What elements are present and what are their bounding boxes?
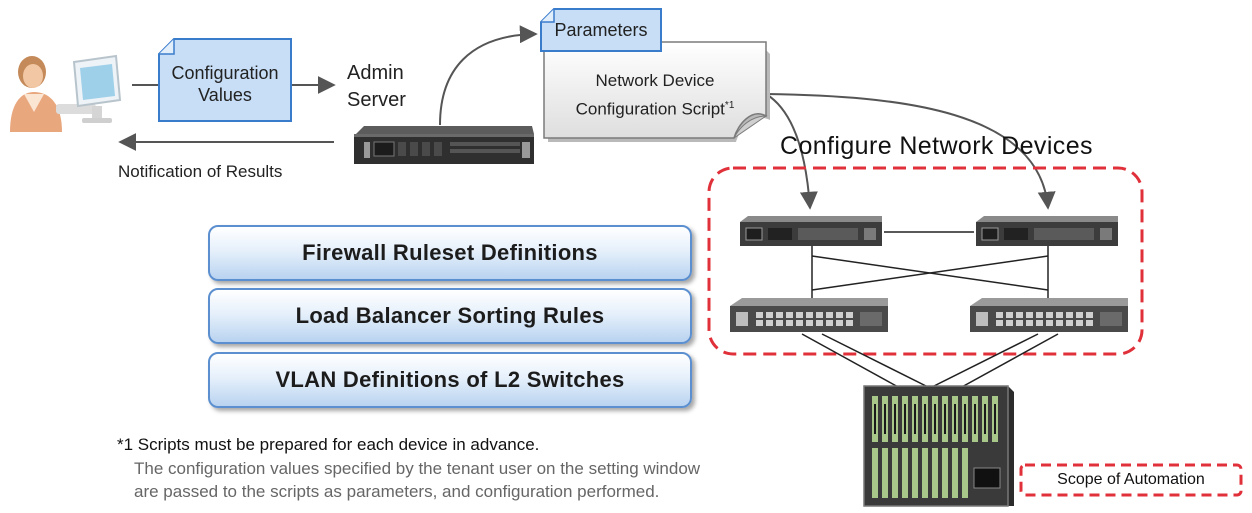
doc-shape: [158, 38, 292, 122]
load-balancer-sorting-rules-box: Load Balancer Sorting Rules: [208, 288, 692, 344]
vlan-definitions-box: VLAN Definitions of L2 Switches: [208, 352, 692, 408]
scope-boundary-box: [707, 166, 1144, 356]
blade-server-icon: [863, 385, 1014, 507]
link-sw1-blade-b: [821, 333, 931, 389]
l2-switch-1-icon: [730, 298, 888, 332]
link-cross-2: [811, 255, 1049, 291]
config-values-line1: Configuration: [171, 63, 279, 83]
user-at-computer-icon: [10, 54, 122, 132]
script-to-device2-arrow: [765, 93, 1056, 210]
notification-label: Notification of Results: [118, 162, 283, 181]
firewall-device-1-icon: [740, 216, 882, 246]
parameters-tag: Parameters: [540, 8, 662, 52]
admin-server-icon: [354, 126, 534, 164]
l2-switch-2-icon: [970, 298, 1128, 332]
script-footnote-mark: *1: [724, 100, 735, 111]
parameters-tag-shape: [540, 8, 662, 52]
scope-legend-box: [1019, 463, 1243, 497]
configuration-values-doc: Configuration Values: [158, 38, 292, 122]
network-device-script-doc: Parameters Network Device Configuration …: [540, 8, 776, 148]
footnote-heading: *1 Scripts must be prepared for each dev…: [117, 435, 540, 454]
firewall-device-2-icon: [976, 216, 1118, 246]
link-sw2-blade-b: [959, 333, 1059, 389]
config-values-line2: Values: [198, 85, 252, 105]
admin-to-parameters-arrow: [439, 25, 538, 126]
admin-server-line2: Server: [347, 89, 406, 111]
link-sw1-blade-a: [801, 333, 901, 389]
script-to-device1-arrow: [765, 93, 818, 210]
admin-server-label: Admin Server: [347, 60, 406, 114]
footnote-body-line1: The configuration values specified by th…: [134, 459, 701, 478]
script-doc-shape: [543, 41, 770, 142]
scope-of-automation-label: Scope of Automation: [1057, 471, 1205, 488]
load-balancer-label: Load Balancer Sorting Rules: [295, 303, 605, 328]
firewall-ruleset-label: Firewall Ruleset Definitions: [302, 240, 598, 265]
link-sw2-blade-a: [929, 333, 1039, 389]
vlan-definitions-label: VLAN Definitions of L2 Switches: [275, 367, 625, 392]
configure-network-devices-title: Configure Network Devices: [780, 132, 1093, 160]
parameters-label: Parameters: [554, 20, 648, 40]
script-line1: Network Device: [595, 71, 715, 90]
admin-server-line1: Admin: [347, 62, 404, 84]
firewall-ruleset-definitions-box: Firewall Ruleset Definitions: [208, 225, 692, 281]
footnote-body-line2: are passed to the scripts as parameters,…: [134, 482, 660, 501]
script-line2: Configuration Script: [575, 99, 725, 119]
